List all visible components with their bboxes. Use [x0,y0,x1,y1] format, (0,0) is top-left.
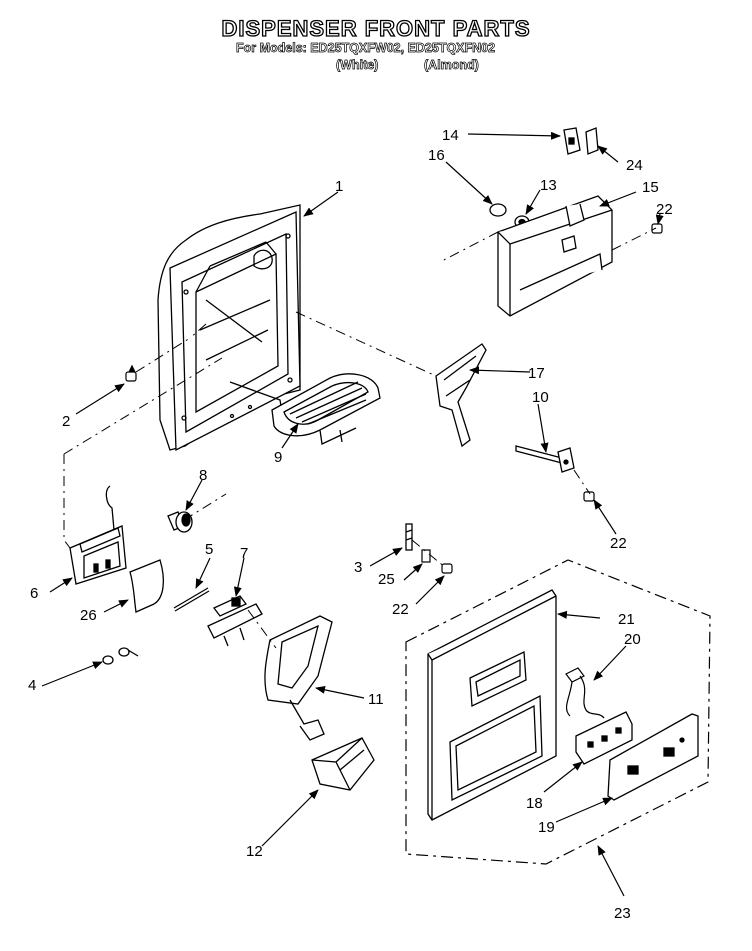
callout-12: 12 [246,843,263,860]
part-1-dispenser-housing [157,204,301,452]
callout-8: 8 [199,467,207,484]
part-24-pad [585,127,599,155]
part-12-chute-flap [311,737,375,791]
page-title: DISPENSER FRONT PARTS [221,15,531,41]
part-8-solenoid [167,511,193,533]
callout-5: 5 [205,541,213,558]
callout-25: 25 [378,571,395,588]
models-subtitle: For Models: ED25TQXFW02, ED25TQXFN02 [236,41,496,56]
callout-14: 14 [442,127,459,144]
callout-11: 11 [368,691,384,708]
callout-numbers: 1 2 9 8 6 5 7 26 4 11 12 3 25 22 14 24 1… [28,127,673,922]
callout-22-b: 22 [392,601,409,618]
callout-17: 17 [528,365,545,382]
part-23-kit-outline [405,559,711,865]
callout-26: 26 [80,607,97,624]
callout-7: 7 [240,545,248,562]
part-11-actuator-arm [264,615,333,741]
part-21-front-panel [427,589,557,821]
callout-4: 4 [28,677,36,694]
part-22-screw-a [651,223,663,234]
part-22-screw-b [441,563,453,574]
callout-19: 19 [538,819,555,836]
part-15-light-housing [497,195,613,317]
part-18-switch-module [575,711,633,765]
callout-9: 9 [274,449,282,466]
callout-16: 16 [428,147,445,164]
variant-white-label: (White) [336,58,379,73]
callout-6: 6 [30,585,38,602]
callout-18: 18 [526,795,543,812]
part-25-clip [421,549,431,563]
part-7-lever [207,595,263,647]
callout-1: 1 [335,178,343,195]
part-19-label-panel [607,713,699,801]
variant-almond-label: (Almond) [424,58,480,73]
part-6-switch [69,485,127,585]
callout-13: 13 [540,177,557,194]
part-2-screw [125,364,137,382]
callout-21: 21 [618,611,635,628]
part-14-cap [563,127,581,155]
callout-22-c: 22 [610,535,627,552]
callout-24: 24 [626,157,643,174]
part-17-paddle [435,343,487,448]
part-26-insulator [129,559,165,613]
callout-22-a: 22 [656,201,673,218]
callout-10: 10 [532,389,549,406]
assembly-lines [63,227,657,649]
callout-23: 23 [614,905,631,922]
leader-lines [41,131,664,897]
part-16-bulb [489,203,507,217]
part-20-harness [565,667,605,719]
callout-20: 20 [624,631,641,648]
part-9-drip-tray [271,373,381,445]
part-5-pin [173,587,210,612]
callout-2: 2 [62,413,70,430]
part-10-rod [515,445,575,473]
callout-3: 3 [354,559,362,576]
part-3-bracket [405,523,413,551]
callout-15: 15 [642,179,659,196]
part-4-spring [102,647,139,665]
